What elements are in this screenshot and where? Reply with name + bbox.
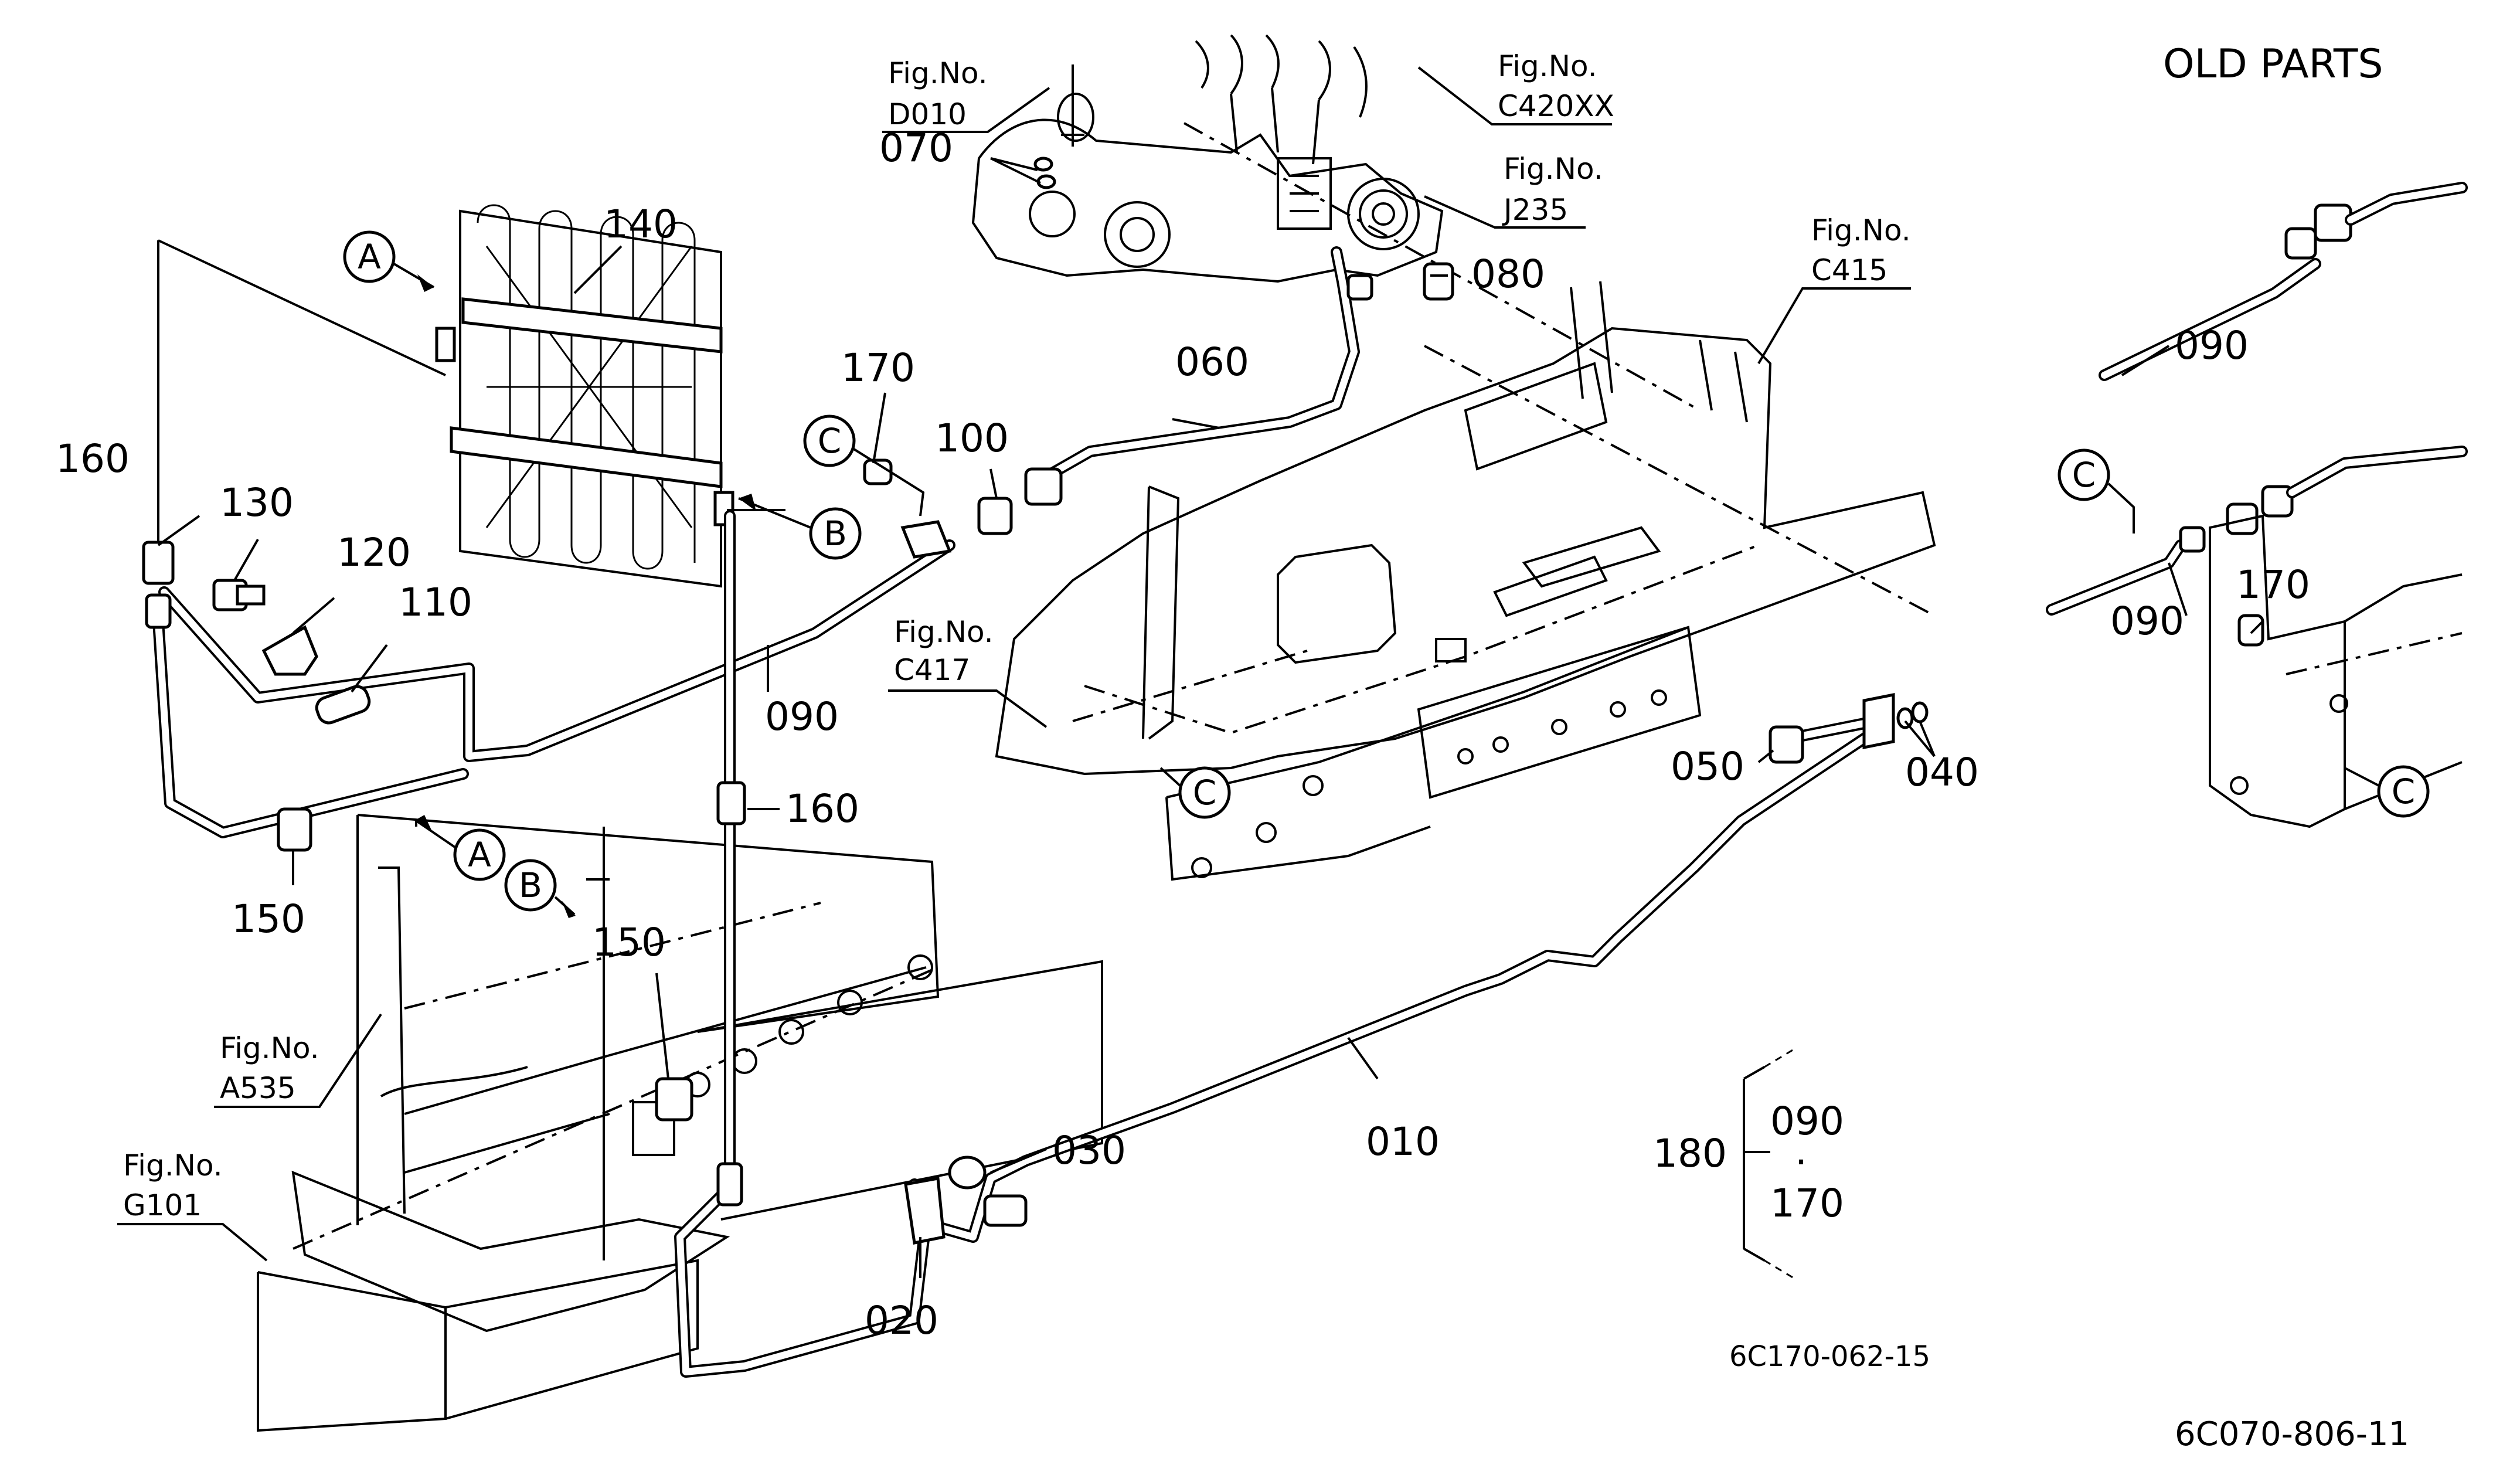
drawing-code: 6C070-806-11 [2175, 1415, 2409, 1453]
part-label-150-upper[interactable]: 150 [232, 896, 305, 942]
part-label-160-left[interactable]: 160 [56, 436, 130, 481]
callout-C-old-top-text: C [2072, 455, 2096, 495]
fig-ref-d010-value: D010 [888, 97, 967, 131]
fitting-150-upper[interactable] [277, 807, 312, 852]
fig-ref-c415-label: Fig.No. [1811, 213, 1911, 247]
old-part-label-170[interactable]: 170 [2236, 562, 2310, 607]
union-160-right[interactable] [716, 781, 746, 825]
part-label-020[interactable]: 020 [865, 1298, 938, 1343]
callout-B-lower[interactable]: B [504, 859, 576, 918]
callout-C-frame-text: C [1193, 773, 1217, 813]
old-parts-title: OLD PARTS [2163, 41, 2383, 87]
fittings [142, 157, 1929, 1245]
fig-ref-g101-label: Fig.No. [123, 1148, 223, 1182]
callout-C-frame[interactable]: C [1159, 766, 1231, 819]
bolt-030[interactable] [983, 1194, 1028, 1227]
washer-040-a[interactable] [1896, 707, 1914, 729]
part-label-080[interactable]: 080 [1471, 252, 1545, 297]
fig-ref-c417[interactable]: Fig.No. C417 [888, 615, 1048, 728]
part-label-110[interactable]: 110 [399, 580, 472, 625]
callout-C-old-frame[interactable]: C [2344, 765, 2430, 818]
fig-ref-a535[interactable]: Fig.No. A535 [214, 1013, 382, 1108]
old-fitting-170[interactable] [2237, 614, 2264, 647]
engine-assembly [971, 34, 1444, 283]
fig-ref-g101-value: G101 [123, 1188, 202, 1222]
part-label-120[interactable]: 120 [337, 530, 411, 575]
part-label-070[interactable]: 070 [879, 125, 953, 171]
fig-ref-d010[interactable]: Fig.No. D010 [882, 56, 1050, 133]
callout-A-lower[interactable]: A [415, 815, 506, 881]
fitting-150-lower[interactable] [655, 1077, 693, 1122]
fig-ref-j235-value: J235 [1502, 193, 1568, 227]
part-label-090[interactable]: 090 [765, 694, 839, 739]
kit-180-separator: · [1795, 1140, 1807, 1185]
callout-A-lower-text: A [468, 835, 491, 875]
kit-180-item-170: 170 [1770, 1181, 1844, 1226]
fig-ref-a535-label: Fig.No. [220, 1031, 319, 1065]
callout-B-top[interactable]: B [738, 494, 862, 560]
fig-ref-c420xx-value: C420XX [1498, 89, 1614, 123]
part-label-150-lower[interactable]: 150 [592, 920, 666, 965]
callout-A-top-text: A [358, 237, 381, 277]
part-label-010[interactable]: 010 [1366, 1119, 1440, 1164]
fig-ref-a535-value: A535 [220, 1071, 296, 1105]
part-label-060[interactable]: 060 [1175, 339, 1249, 385]
main-frame [995, 122, 1936, 881]
callout-B-lower-text: B [519, 865, 542, 905]
kit-180-item-090: 090 [1770, 1099, 1844, 1144]
callout-C-top-text: C [818, 421, 842, 461]
washer-040-b[interactable] [1911, 701, 1929, 723]
old-part-label-090-top[interactable]: 090 [2175, 323, 2249, 368]
fig-ref-c415[interactable]: Fig.No. C415 [1757, 213, 1911, 365]
part-label-140[interactable]: 140 [604, 202, 678, 247]
callout-A-top[interactable]: A [343, 230, 435, 292]
part-label-160-right[interactable]: 160 [785, 786, 859, 831]
part-label-170[interactable]: 170 [841, 345, 915, 390]
fig-ref-c417-label: Fig.No. [894, 615, 994, 649]
fig-ref-j235[interactable]: Fig.No. J235 [1424, 152, 1603, 229]
part-label-040[interactable]: 040 [1905, 750, 1979, 795]
union-100[interactable] [977, 497, 1013, 535]
part-labels: 140 070 080 170 060 100 160 130 120 110 … [56, 125, 1979, 1343]
part-label-050[interactable]: 050 [1671, 744, 1744, 789]
old-part-label-090-lower[interactable]: 090 [2110, 599, 2184, 644]
fig-ref-c417-value: C417 [894, 653, 970, 687]
oil-cooler-140[interactable] [435, 204, 734, 588]
fig-ref-g101[interactable]: Fig.No. G101 [117, 1148, 268, 1262]
washer-030[interactable] [948, 1156, 987, 1190]
clamp-020[interactable] [904, 1177, 946, 1245]
pipes [152, 239, 1888, 1378]
sleeve-110[interactable] [314, 684, 372, 726]
union-160-left[interactable] [142, 541, 175, 585]
part-label-030[interactable]: 030 [1052, 1128, 1126, 1173]
callout-C-old-top[interactable]: C [2058, 448, 2135, 533]
fitting-050[interactable] [1769, 725, 1804, 764]
fig-ref-c420xx-label: Fig.No. [1498, 49, 1597, 83]
callout-B-top-text: B [824, 514, 847, 553]
callout-C-top[interactable]: C [803, 414, 925, 516]
callout-C-old-frame-text: C [2392, 772, 2416, 811]
fig-ref-c420xx[interactable]: Fig.No. C420XX [1417, 49, 1614, 125]
fig-ref-c415-value: C415 [1811, 253, 1888, 287]
fig-ref-j235-label: Fig.No. [1504, 152, 1603, 186]
fig-ref-d010-label: Fig.No. [888, 56, 988, 90]
kit-180[interactable]: 180 090 · 170 [1653, 1099, 1844, 1226]
clamp-120[interactable] [261, 625, 318, 676]
leaders [157, 157, 2264, 1279]
plug-080[interactable] [1423, 262, 1454, 301]
part-label-100[interactable]: 100 [935, 416, 1009, 461]
inset-code: 6C170-062-15 [1729, 1340, 1930, 1373]
washer-070-a[interactable] [1033, 157, 1053, 172]
old-parts-labels: 090 090 170 [2110, 323, 2310, 644]
kit-180-label: 180 [1653, 1131, 1727, 1176]
old-parts-inset [2046, 182, 2468, 828]
part-label-130[interactable]: 130 [220, 480, 294, 525]
